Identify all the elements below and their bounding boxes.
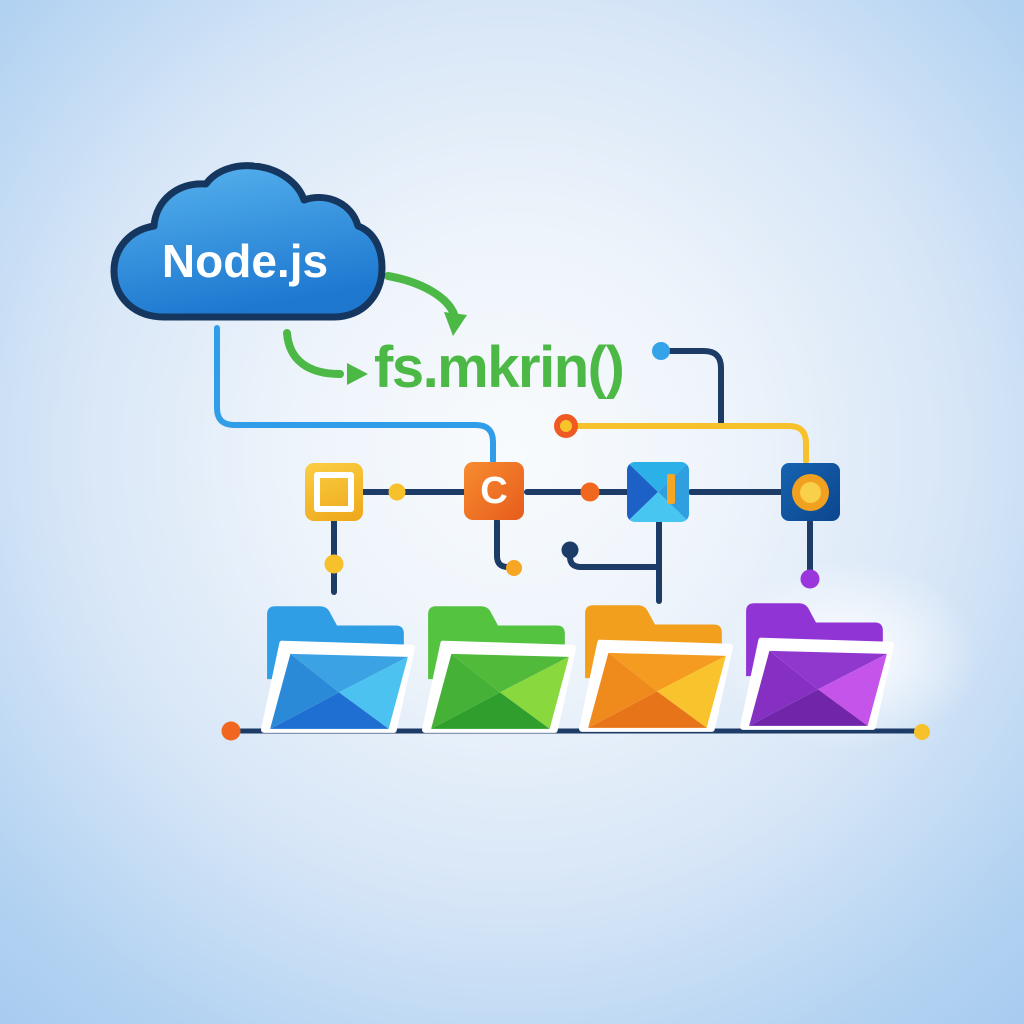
shelf-dot-yellow xyxy=(914,724,930,740)
connector-dot-yellow-2 xyxy=(324,554,344,574)
fs-function-label: fs.mkrin() xyxy=(374,335,625,400)
arrowhead-upper-icon xyxy=(444,312,467,336)
connector-dot-yellow-1 xyxy=(388,483,406,501)
cloud-label: Node.js xyxy=(161,235,329,287)
shelf-dot-orange xyxy=(221,721,241,741)
square-outline-node xyxy=(305,463,363,521)
connector-dot-orange-1 xyxy=(580,482,600,502)
letter-c-label: C xyxy=(480,469,508,512)
yellow-connector-line xyxy=(575,423,809,464)
target-node xyxy=(781,463,840,521)
purple-folder xyxy=(740,603,894,730)
blue-folder xyxy=(261,606,415,733)
arrowhead-lower-icon xyxy=(347,363,368,385)
green-folder xyxy=(422,606,576,733)
topline-navy xyxy=(667,348,724,426)
square-outline-icon xyxy=(314,472,354,512)
hook-line xyxy=(567,554,662,570)
letter-c-node: C xyxy=(464,462,524,520)
nodejs-cloud: Node.js xyxy=(104,162,386,328)
drop-node2 xyxy=(494,518,511,570)
yellow-bar-icon xyxy=(667,474,675,504)
curved-arrow-upper xyxy=(384,272,458,318)
faceted-square-node xyxy=(627,462,689,522)
connector-dot-amber xyxy=(506,560,522,576)
connector-dot-purple xyxy=(800,569,820,589)
circle-dot-icon xyxy=(792,473,829,511)
curved-arrow-lower xyxy=(283,329,344,378)
connector-dot-navy xyxy=(561,541,579,559)
cloud-icon xyxy=(110,162,386,321)
ring-dot-inner xyxy=(560,420,572,432)
connector-dot-skyblue xyxy=(652,342,670,360)
orange-folder xyxy=(579,605,733,732)
faceted-square-bar-icon xyxy=(627,462,689,522)
cloud-to-node-line xyxy=(214,325,496,464)
